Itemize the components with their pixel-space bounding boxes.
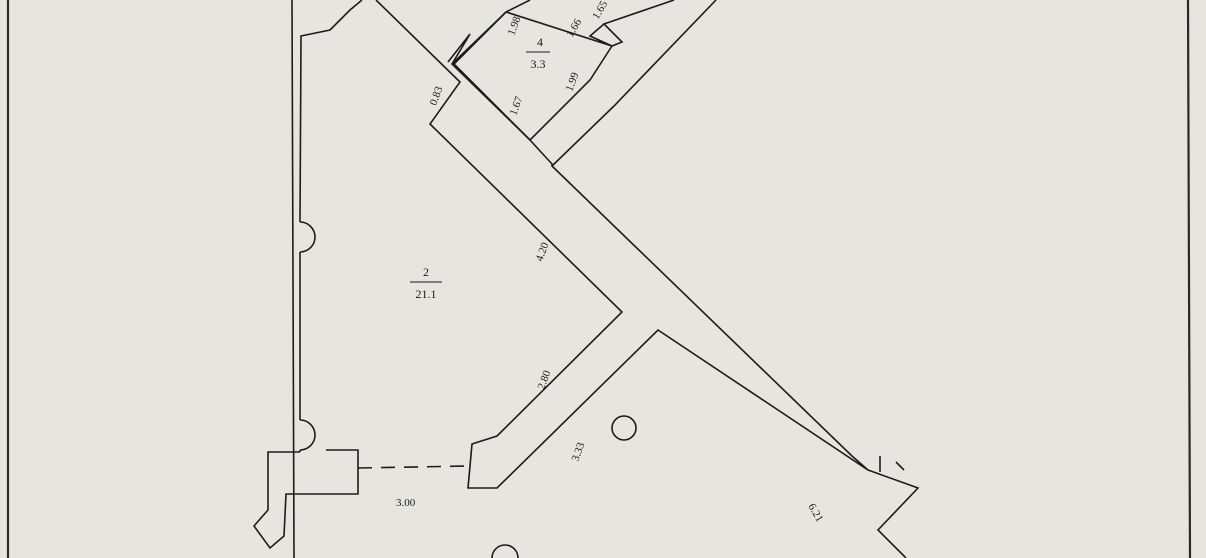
fixture-circle-lower [491, 544, 519, 558]
room-4-area: 3.3 [531, 57, 546, 71]
bay-projection [252, 449, 359, 550]
door-marker-b [895, 461, 905, 471]
dashed-opening [357, 465, 469, 469]
corridor-wall-inner [447, 0, 869, 471]
frame-right [1186, 0, 1192, 558]
exterior-wall-left [291, 0, 295, 558]
wall-niche-lower [299, 419, 316, 451]
room-2-area-value: 21.1 [416, 287, 437, 301]
room-2-number: 2 [423, 265, 429, 279]
fixture-circle-upper [611, 415, 637, 441]
room-4-divider [452, 11, 613, 142]
room-4-number: 4 [537, 35, 543, 49]
corridor-wall-outer [375, 0, 920, 558]
wall-niche-upper [299, 221, 316, 253]
dim-300: 3.00 [396, 497, 416, 509]
